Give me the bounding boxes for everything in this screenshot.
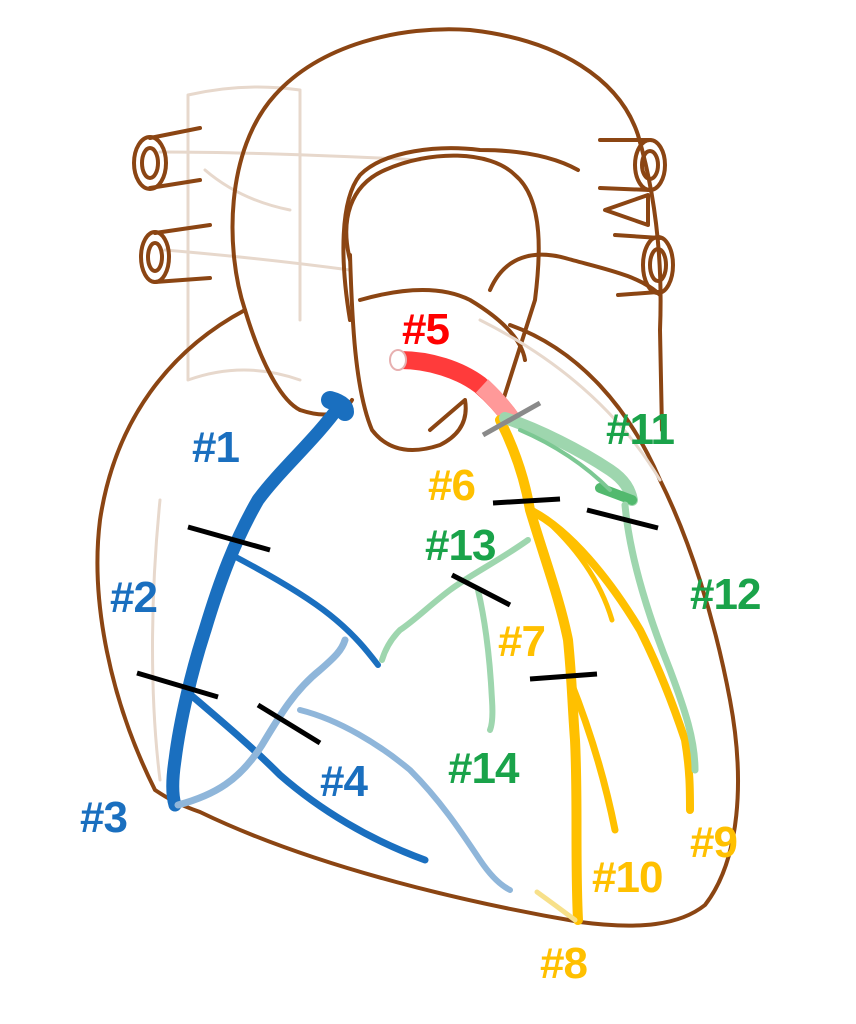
left-anterior-descending-artery (495, 415, 694, 925)
marker-6-7 (492, 496, 561, 506)
circumflex-artery (379, 412, 699, 774)
label-seg12: #12 (690, 570, 760, 619)
right-coronary-artery (166, 391, 513, 893)
pulmonary-vein-left-lower (139, 223, 212, 284)
marker-11-12 (586, 507, 659, 531)
pulmonary-vein-left-upper (132, 126, 202, 191)
label-seg10: #10 (592, 853, 662, 902)
label-seg13: #13 (425, 521, 495, 570)
label-seg6: #6 (428, 461, 475, 510)
vena-cava-faint (158, 85, 422, 382)
label-seg9: #9 (690, 818, 737, 867)
label-seg11: #11 (606, 405, 675, 454)
label-seg5: #5 (402, 305, 449, 354)
label-seg4: #4 (320, 757, 368, 806)
label-seg7: #7 (498, 617, 545, 666)
label-seg2: #2 (110, 573, 157, 622)
label-seg8: #8 (540, 939, 587, 988)
label-seg3: #3 (80, 793, 127, 842)
marker-2-3 (136, 670, 219, 700)
marker-7-8 (529, 671, 598, 682)
segment-markers (136, 400, 659, 746)
marker-4 (256, 702, 322, 746)
marker-1-2 (187, 524, 271, 553)
marker-5 (481, 400, 542, 438)
marker-13 (450, 572, 512, 608)
segment-labels: #1 #2 #3 #4 #5 #6 #7 #8 #9 #10 #11 #12 #… (80, 305, 761, 988)
aorta (230, 27, 664, 432)
pulmonary-vein-right-upper (598, 138, 667, 192)
label-seg14: #14 (448, 744, 520, 793)
label-seg1: #1 (192, 423, 239, 472)
